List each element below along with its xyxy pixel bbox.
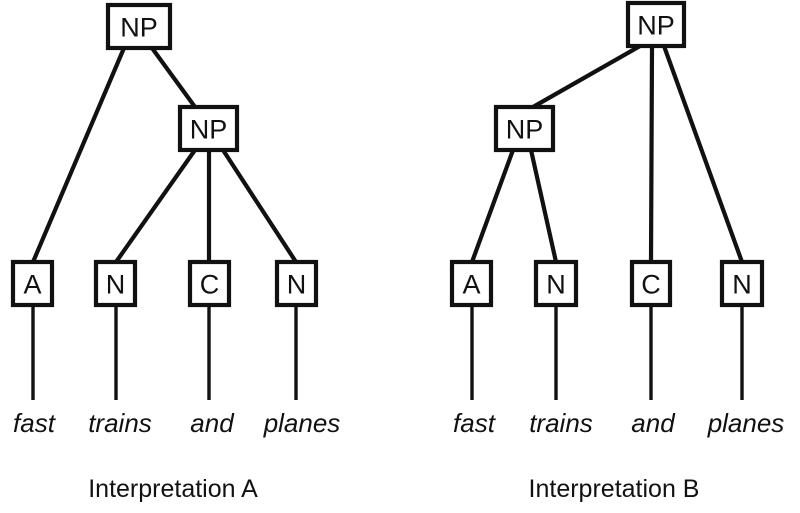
tree-branch-edge xyxy=(531,44,642,109)
node-box xyxy=(625,0,687,49)
terminal-word: planes xyxy=(707,408,785,438)
tree-node-c: C xyxy=(187,259,232,308)
tree-branch-edge xyxy=(221,148,298,264)
tree-node-n: N xyxy=(533,259,579,308)
node-box xyxy=(187,259,232,308)
tree-node-a: A xyxy=(10,259,55,308)
node-label: C xyxy=(200,270,220,300)
node-label: C xyxy=(641,270,661,300)
node-box xyxy=(629,259,673,308)
terminal-word: fast xyxy=(453,408,497,438)
terminal-word: fast xyxy=(13,408,57,438)
node-label: NP xyxy=(120,13,158,43)
node-label: N xyxy=(546,270,566,300)
tree-node-np: NP xyxy=(177,104,240,153)
tree-branch-edge xyxy=(528,149,559,263)
node-box xyxy=(533,259,579,308)
terminal-word: planes xyxy=(263,408,341,438)
node-box xyxy=(719,259,765,308)
tree-branch-edge xyxy=(470,149,515,263)
node-label: N xyxy=(287,270,307,300)
node-box xyxy=(177,104,240,153)
terminal-word: trains xyxy=(529,408,593,438)
tree-caption: Interpretation B xyxy=(529,475,700,503)
node-box xyxy=(449,259,494,308)
node-label: NP xyxy=(506,115,544,145)
tree-node-c: C xyxy=(629,259,673,308)
node-label: NP xyxy=(190,115,228,145)
node-label: A xyxy=(23,270,41,300)
tree-node-np: NP xyxy=(105,2,173,51)
node-box xyxy=(274,259,319,308)
terminal-word: and xyxy=(190,408,235,438)
node-box xyxy=(105,2,173,51)
node-box xyxy=(493,104,556,153)
tree-branch-edge xyxy=(114,148,197,264)
tree-node-a: A xyxy=(449,259,494,308)
node-label: A xyxy=(462,270,480,300)
tree-node-np: NP xyxy=(625,0,687,49)
node-label: N xyxy=(732,270,752,300)
tree-caption: Interpretation A xyxy=(88,475,258,503)
tree-node-n: N xyxy=(274,259,319,308)
tree-branch-edge xyxy=(662,45,744,263)
node-label: NP xyxy=(637,11,675,41)
node-box xyxy=(10,259,55,308)
tree-node-np: NP xyxy=(493,104,556,153)
node-label: N xyxy=(106,270,126,300)
terminal-word: and xyxy=(631,408,676,438)
tree-node-n: N xyxy=(719,259,765,308)
tree-branch-edge xyxy=(150,46,197,109)
tree-branch-edge xyxy=(31,47,126,263)
node-box xyxy=(93,259,138,308)
tree-node-n: N xyxy=(93,259,138,308)
terminal-word: trains xyxy=(88,408,152,438)
tree-branch-edge xyxy=(648,45,655,263)
